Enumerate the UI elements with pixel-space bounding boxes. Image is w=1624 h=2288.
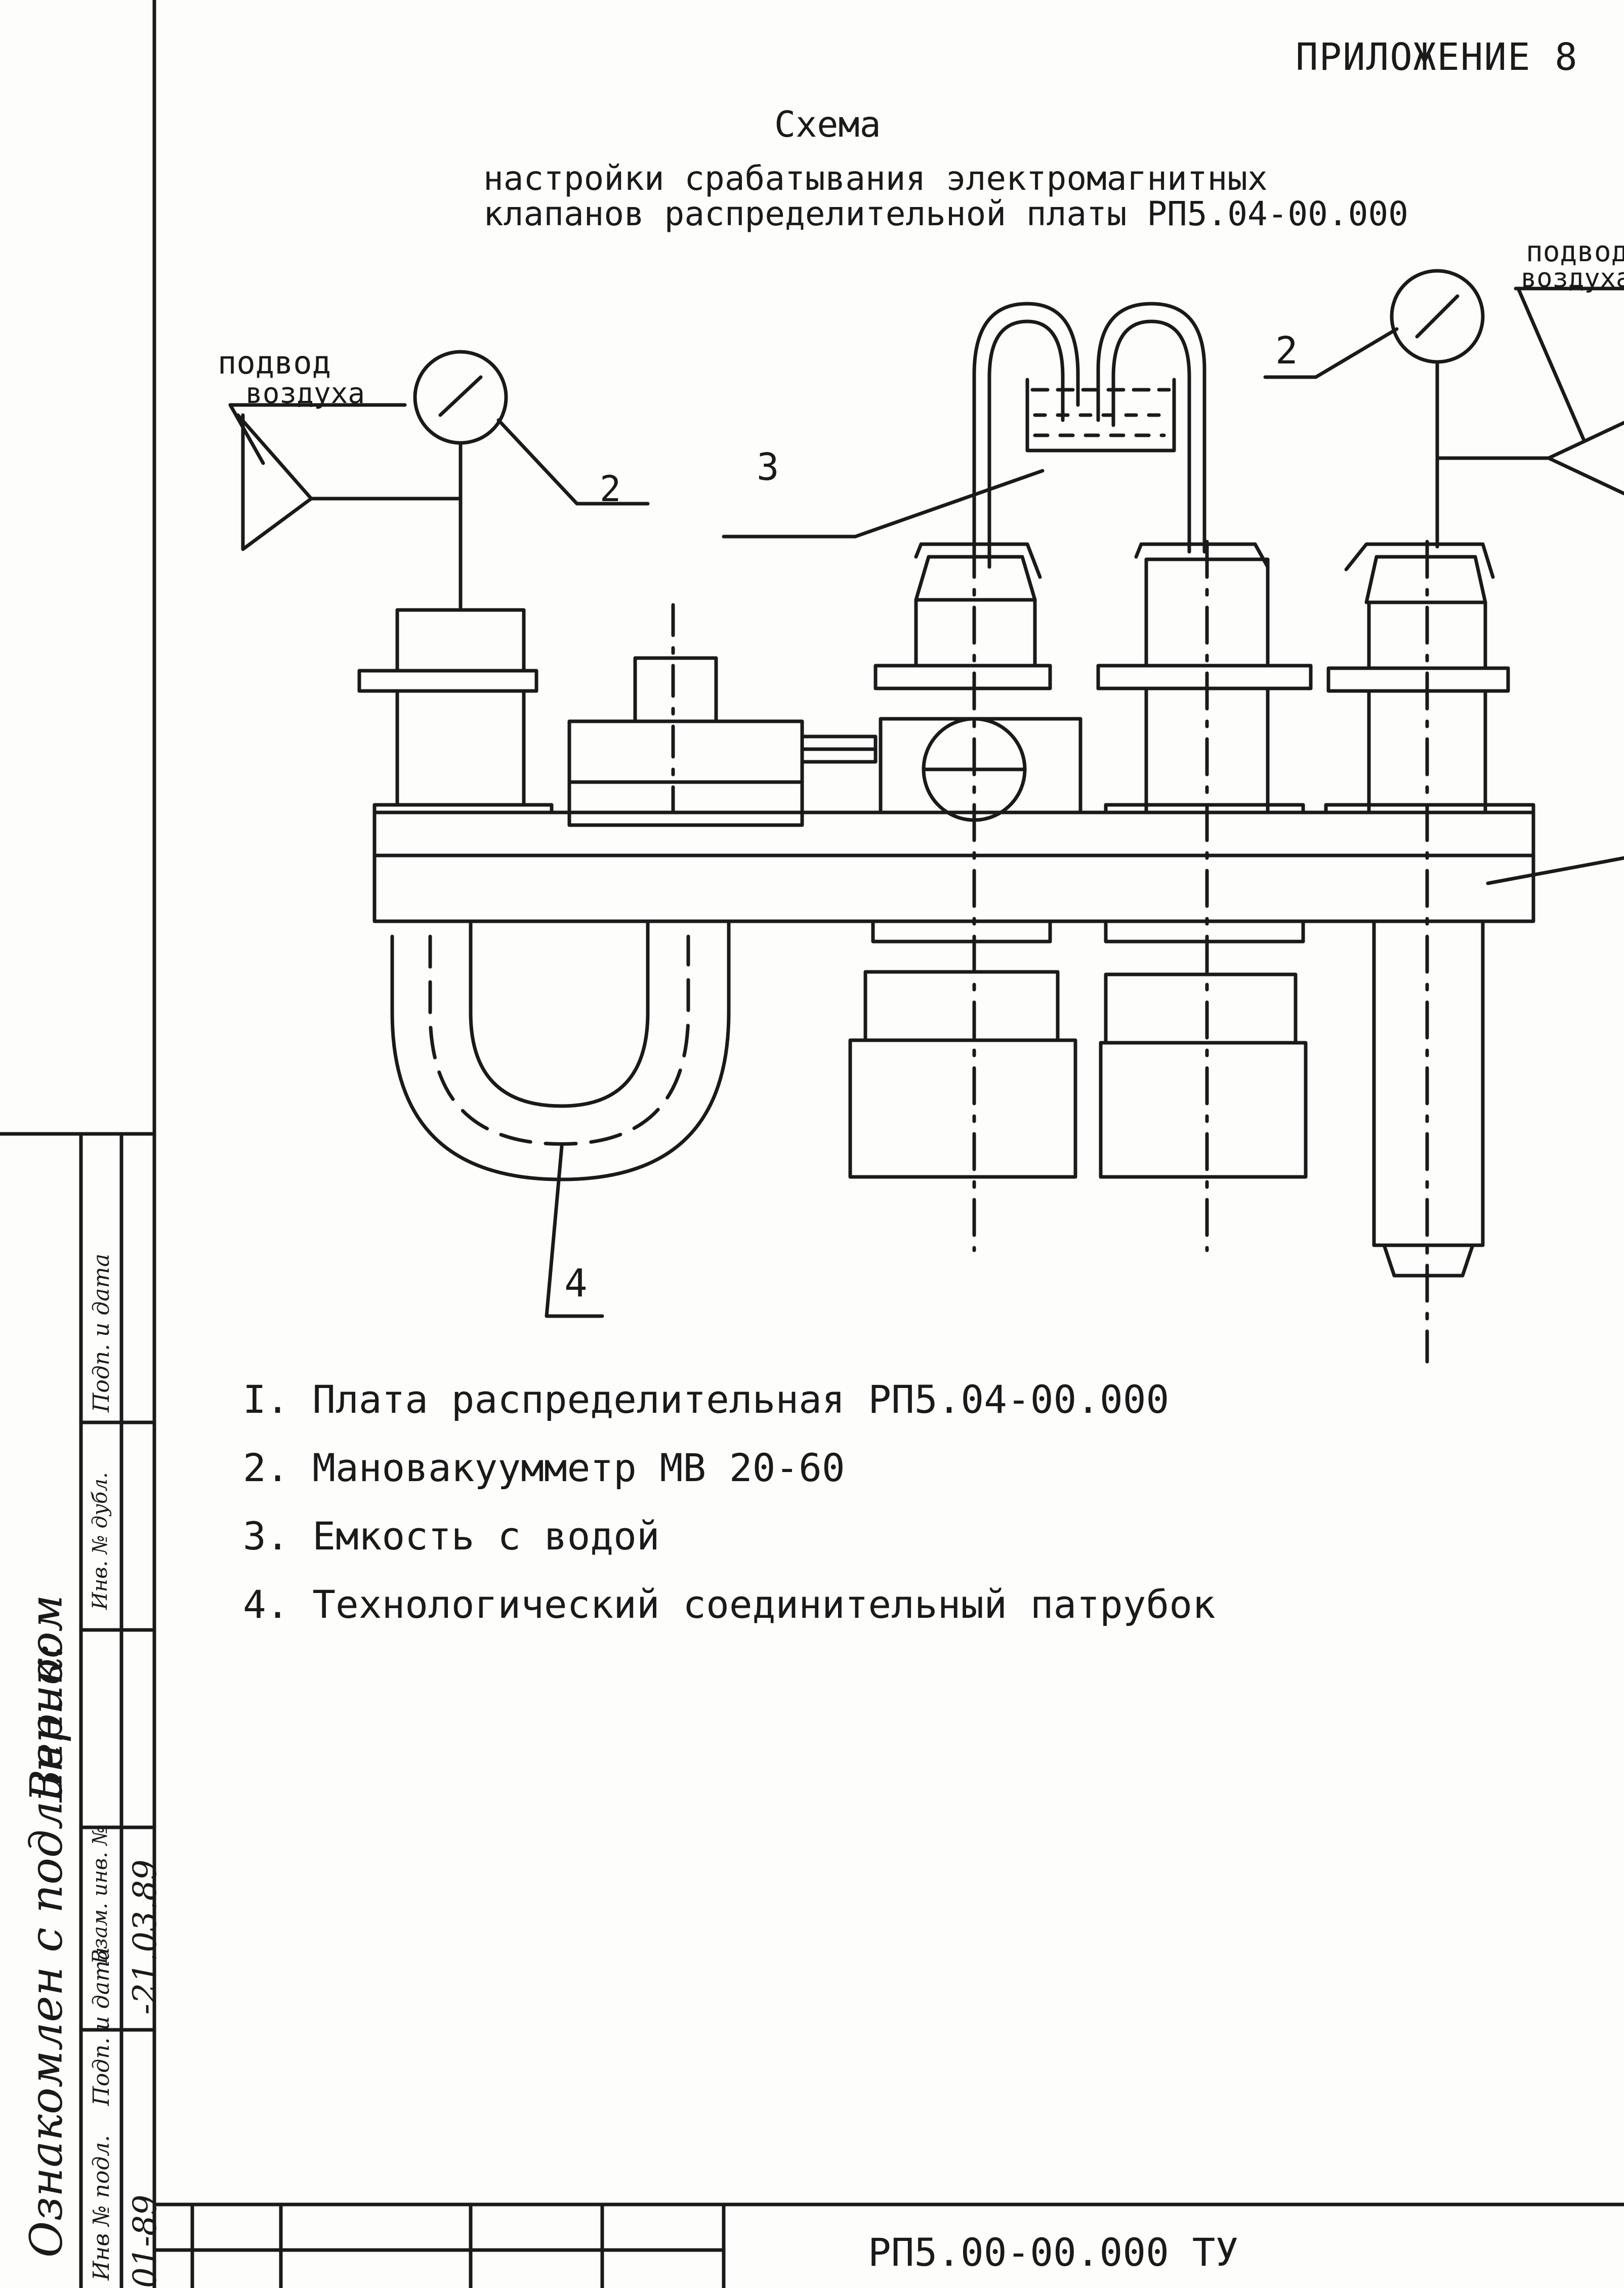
document-code: РП5.00-00.000 ТУ xyxy=(868,2230,1239,2275)
valve-2-coil-base xyxy=(848,1038,1077,1179)
central-body xyxy=(567,719,804,827)
valve-3-base xyxy=(1104,803,1305,814)
subtitle-line-2: клапанов распределительной платы РП5.04-… xyxy=(483,194,1408,233)
u-tube-left-outer xyxy=(972,302,1080,569)
central-cap xyxy=(633,656,718,723)
tube-outer xyxy=(390,919,731,1181)
stamp-label-replace-inv: Взам. инв. № xyxy=(89,1826,112,1964)
valve-3-hood xyxy=(1134,542,1270,569)
stamp-value-date: -21.03.89 xyxy=(127,1859,164,2015)
valve-2-coil xyxy=(863,970,1060,1042)
valve-2 xyxy=(848,540,1082,1252)
valve-3-coil-base xyxy=(1099,1041,1308,1179)
valve-4 xyxy=(1324,540,1535,1364)
legend-item-1: I. Плата распределительная РП5.04-00.000 xyxy=(243,1377,1170,1422)
right-air-inlet-label-2: воздуха xyxy=(1521,263,1624,294)
valve-2-body xyxy=(879,717,1082,814)
left-air-inlet xyxy=(228,403,463,551)
callout-1-leader xyxy=(1486,856,1624,885)
left-gauge-leader-2 xyxy=(496,418,650,506)
legend-item-3: 3. Емкость с водой xyxy=(243,1514,660,1559)
diagram-subtitle: настройки срабатывания электромагнитных … xyxy=(483,161,1408,232)
left-pressure-gauge xyxy=(413,350,650,609)
central-block xyxy=(567,603,878,827)
valve-2-hood xyxy=(914,542,1042,579)
appendix-label: ПРИЛОЖЕНИЕ 8 xyxy=(1296,35,1578,79)
stamp-label-sign-date-1: Подп. и дата xyxy=(89,1947,114,2106)
callout-4: 4 xyxy=(564,1260,588,1305)
left-inlet-triangle xyxy=(236,413,313,551)
legend-list: I. Плата распределительная РП5.04-00.000… xyxy=(243,1377,1216,1650)
diagram-title: Схема xyxy=(774,104,881,145)
callout-2-right: 2 xyxy=(1275,329,1298,373)
valve-1-cap xyxy=(395,608,526,673)
distribution-plate xyxy=(372,810,1624,923)
u-tube-right-inner xyxy=(1111,319,1191,554)
valve-1-flange xyxy=(357,669,538,693)
stamp-label-inv-dup: Инв. № дубл. xyxy=(89,1472,112,1610)
valve-4-base xyxy=(1324,803,1535,814)
valve-3-lower-flange xyxy=(1104,919,1305,944)
tube-centerline xyxy=(428,934,690,1146)
valve-2-lower-flange xyxy=(871,919,1052,944)
right-pressure-gauge xyxy=(1263,269,1624,549)
valve-3-coil xyxy=(1104,972,1298,1045)
right-inlet-triangle xyxy=(1547,421,1624,496)
callout-3-leader xyxy=(722,469,1045,539)
callout-4-leader xyxy=(545,1145,604,1318)
valve-1 xyxy=(357,608,554,814)
left-air-inlet-label-2: воздуха xyxy=(245,377,365,410)
stamp-value-inv: 01-89 xyxy=(127,2194,164,2288)
plate-body xyxy=(372,810,1535,923)
right-gauge-leader-2 xyxy=(1263,327,1399,379)
u-tube-left-inner xyxy=(987,319,1065,569)
valve-4-hood xyxy=(1344,542,1495,579)
legend-item-4: 4. Технологический соединительный патруб… xyxy=(243,1582,1216,1627)
valve-3-flange xyxy=(1096,664,1313,690)
legend-item-2: 2. Мановакуумметр МВ 20-60 xyxy=(243,1445,845,1490)
valve-2-flange xyxy=(873,664,1052,690)
u-tube-right-outer xyxy=(1096,302,1206,554)
valve-1-base xyxy=(372,803,554,814)
top-u-tubes xyxy=(722,302,1206,569)
subtitle-line-1: настройки срабатывания электромагнитных xyxy=(483,159,1268,198)
valve-4-flange xyxy=(1326,666,1510,693)
stamp-label-sign-date-2: Подп. и дата xyxy=(89,1253,114,1412)
stamp-verified-text: Верно: xyxy=(20,1643,72,1802)
left-air-inlet-label-1: подвод xyxy=(218,344,331,381)
valve-3 xyxy=(1096,540,1313,1252)
right-inlet-leader xyxy=(1516,287,1586,442)
tube-inner xyxy=(469,919,650,1108)
left-gauge-needle xyxy=(438,375,483,417)
water-container xyxy=(1025,378,1176,453)
callout-2-left: 2 xyxy=(600,468,621,510)
right-air-inlet-label-1: подвод xyxy=(1526,235,1624,268)
process-connector-tube xyxy=(390,919,731,1318)
valve-1-body xyxy=(395,689,526,807)
stamp-label-inv-orig: Инв № подл. xyxy=(89,2135,114,2280)
callout-3: 3 xyxy=(757,445,779,489)
left-inlet-leader xyxy=(228,403,265,465)
right-gauge-needle xyxy=(1415,294,1460,339)
